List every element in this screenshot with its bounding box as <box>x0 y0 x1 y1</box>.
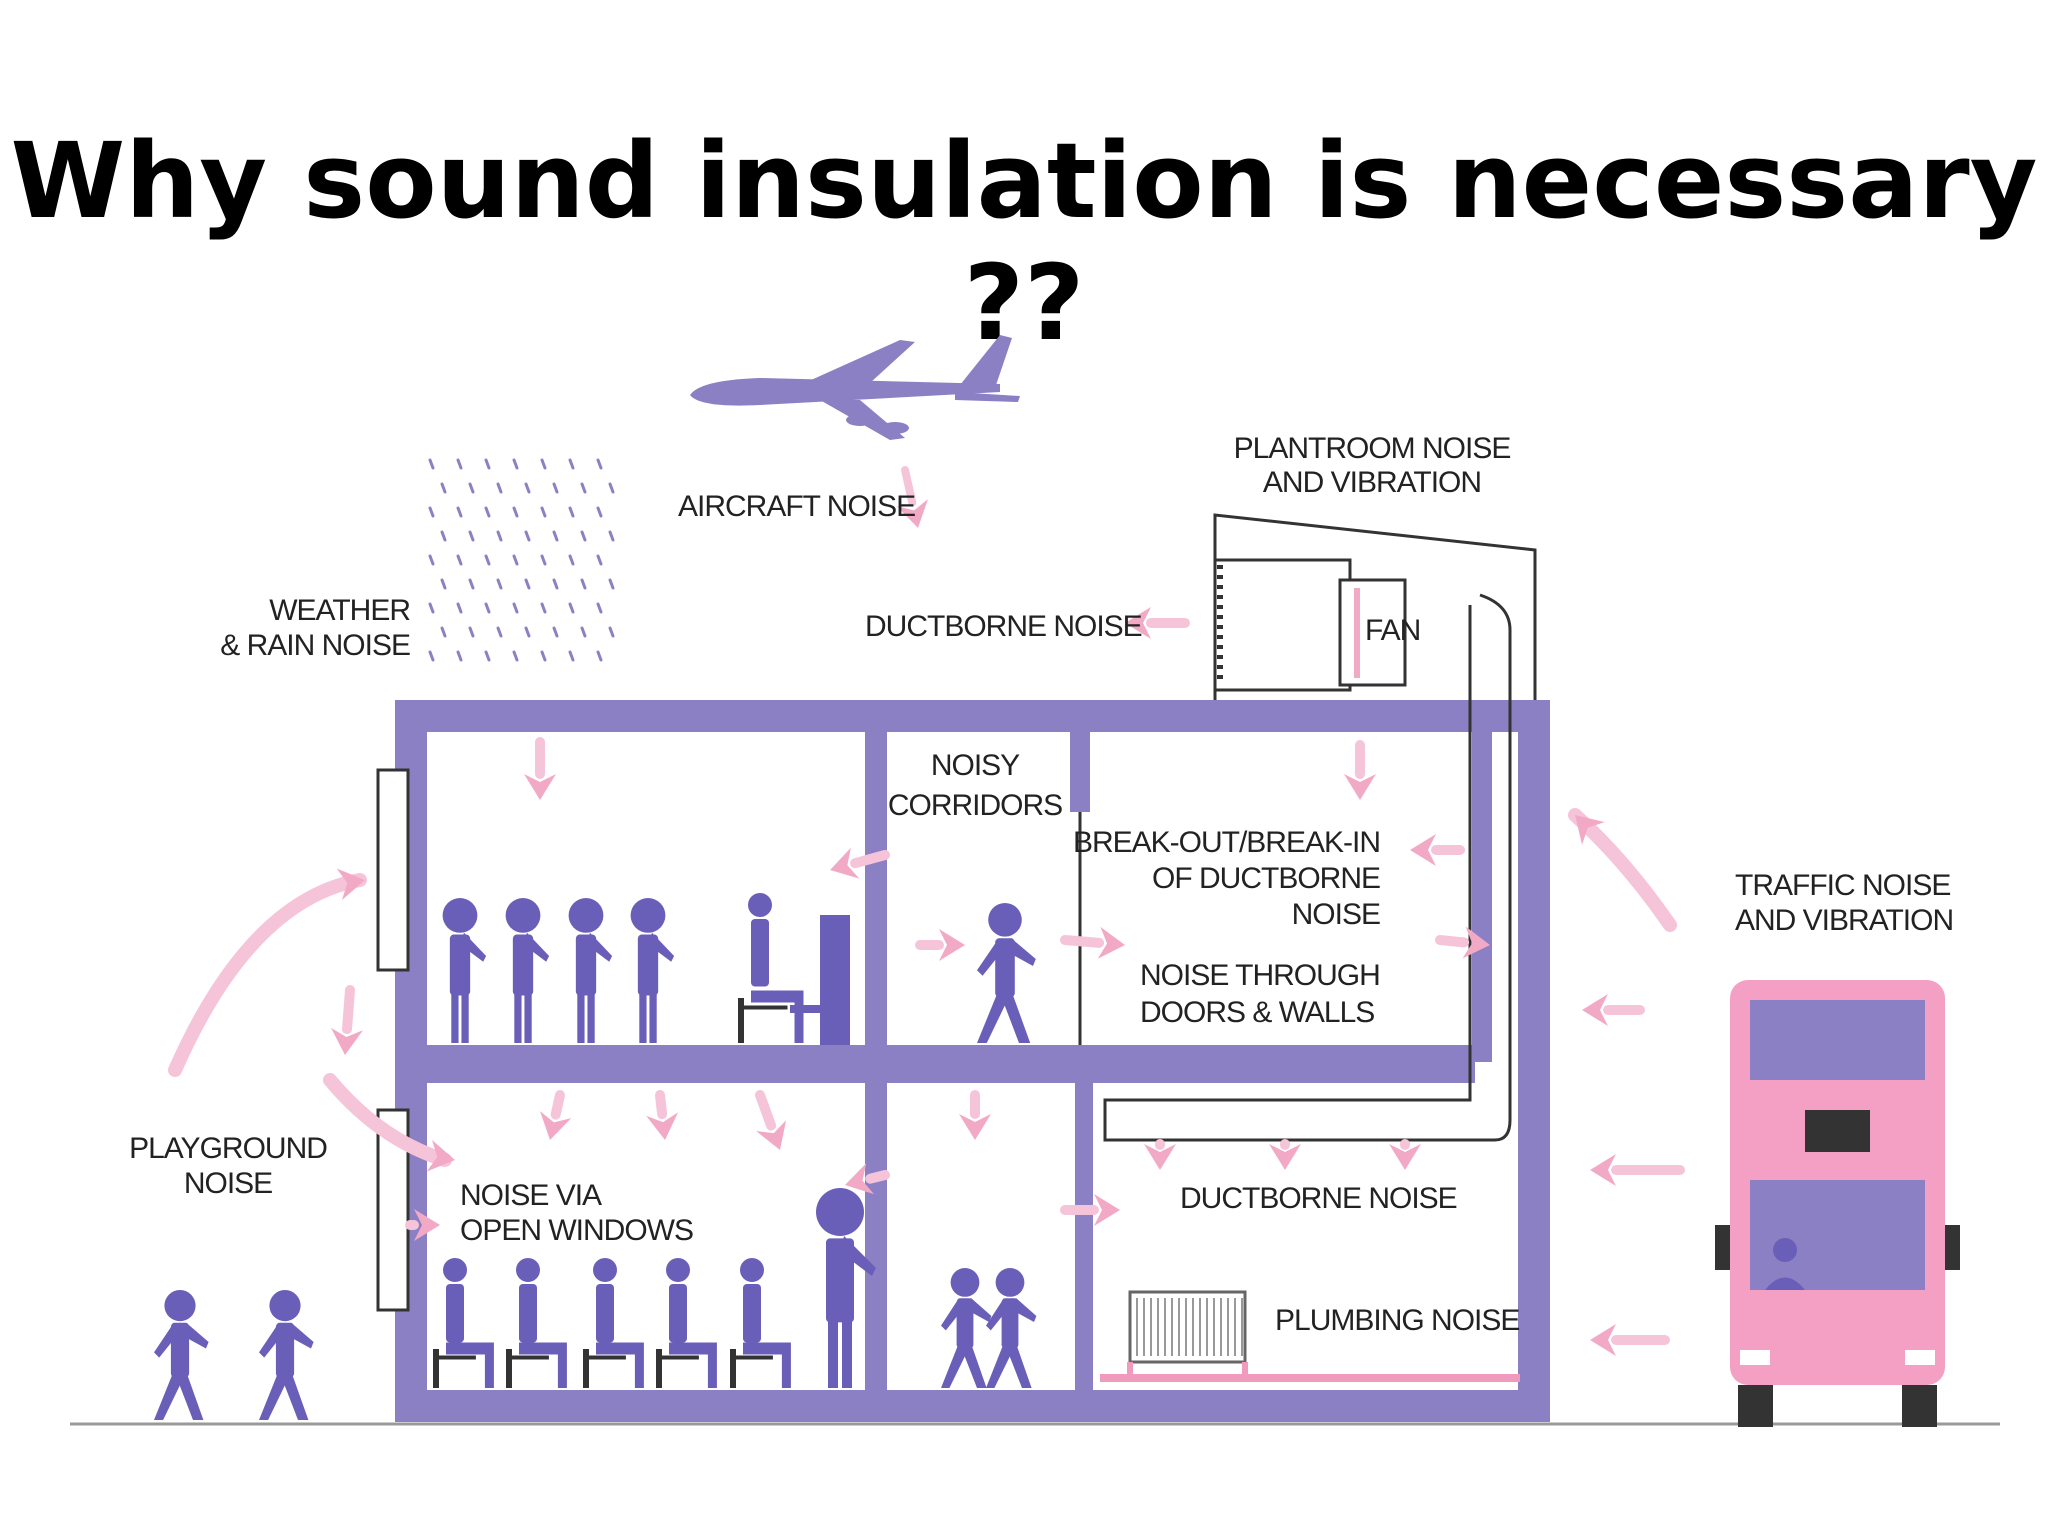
noise-arrow-icon <box>1269 1139 1301 1170</box>
person-icon <box>433 1258 494 1388</box>
noise-arrow-icon <box>540 1090 572 1140</box>
label-plantroom-2: AND VIBRATION <box>1263 466 1481 499</box>
noise-arrow-icon <box>959 1090 991 1140</box>
label-playground-1: PLAYGROUND <box>129 1132 327 1165</box>
label-windows-1: NOISE VIA <box>460 1179 602 1212</box>
duct <box>1078 593 1512 1142</box>
noise-arrow-icon <box>1344 740 1376 800</box>
noise-arrow-icon <box>1125 607 1190 639</box>
noise-arrow-icon <box>1389 1139 1421 1170</box>
person-icon <box>656 1258 717 1388</box>
person-icon <box>730 1258 791 1388</box>
people <box>154 893 1037 1420</box>
aircraft-icon <box>690 335 1020 440</box>
noise-arrow-icon <box>524 737 556 800</box>
person-icon <box>816 1188 876 1388</box>
noise-arrow-icon <box>1060 926 1125 959</box>
noise-arrow-icon <box>1582 994 1645 1026</box>
bus-icon <box>1715 980 1960 1427</box>
noise-arrow-icon <box>422 1139 455 1172</box>
window-upper <box>376 768 410 972</box>
label-plantroom-1: PLANTROOM NOISE <box>1234 432 1511 465</box>
label-playground-2: NOISE <box>184 1167 272 1200</box>
noise-arrow-icon <box>1410 834 1465 866</box>
noise-arrow-icon <box>1590 1324 1670 1356</box>
person-icon <box>977 903 1036 1043</box>
label-breakout-3: NOISE <box>1292 898 1380 931</box>
label-ductborne-low: DUCTBORNE NOISE <box>1180 1182 1457 1215</box>
piano-icon <box>790 915 850 1045</box>
person-icon <box>738 893 804 1043</box>
noise-arrow-icon <box>405 1209 440 1241</box>
noise-arrow-icon <box>915 929 965 961</box>
fan-label: FAN <box>1365 614 1420 647</box>
noise-arrow-icon <box>1144 1139 1176 1170</box>
person-icon <box>941 1268 992 1388</box>
noise-arrow-icon <box>896 466 928 528</box>
slide-title: Why sound insulation is necessary ?? <box>10 120 2038 364</box>
label-windows-2: OPEN WINDOWS <box>460 1214 693 1247</box>
person-icon <box>506 1258 567 1388</box>
label-aircraft-noise: AIRCRAFT NOISE <box>678 490 915 523</box>
person-icon <box>442 898 487 1043</box>
noise-arrow-icon <box>646 1090 679 1140</box>
noise-arrow-icon <box>845 1163 890 1195</box>
noise-arrow-icon <box>1575 815 1605 845</box>
noise-arrow-icon <box>755 1090 787 1150</box>
noise-arrow-icon <box>1060 1194 1120 1226</box>
label-traffic-1: TRAFFIC NOISE <box>1735 869 1950 902</box>
noise-arrow-icon <box>1435 926 1490 959</box>
person-icon <box>583 1258 644 1388</box>
radiator-icon <box>1100 1290 1520 1382</box>
person-icon <box>568 898 613 1043</box>
person-icon <box>259 1290 314 1420</box>
noise-arrow-icon <box>1590 1154 1685 1186</box>
label-traffic-2: AND VIBRATION <box>1735 904 1953 937</box>
label-doors-2: DOORS & WALLS <box>1140 996 1374 1029</box>
noise-arrow-icon <box>332 868 365 901</box>
label-doors-1: NOISE THROUGH <box>1140 959 1380 992</box>
label-breakout-2: OF DUCTBORNE <box>1152 862 1380 895</box>
label-weather-1: WEATHER <box>269 594 410 627</box>
label-ductborne-top: DUCTBORNE NOISE <box>865 610 1142 643</box>
label-breakout-1: BREAK-OUT/BREAK-IN <box>1073 826 1380 859</box>
label-plumbing: PLUMBING NOISE <box>1275 1304 1519 1337</box>
person-icon <box>986 1268 1037 1388</box>
person-icon <box>505 898 550 1043</box>
labels: AIRCRAFT NOISE WEATHER & RAIN NOISE DUCT… <box>129 432 1954 1337</box>
noise-arrows <box>168 466 1685 1356</box>
noise-arrow-icon <box>168 873 367 1077</box>
noise-arrow-icon <box>331 985 363 1055</box>
label-corridors-2: CORRIDORS <box>888 789 1062 822</box>
label-weather-2: & RAIN NOISE <box>220 629 410 662</box>
noise-arrow-icon <box>830 847 890 879</box>
noise-arrow-icon <box>1568 808 1677 932</box>
person-icon <box>630 898 675 1043</box>
person-icon <box>154 1290 209 1420</box>
label-corridors-1: NOISY <box>931 749 1020 782</box>
rain-icon <box>428 458 615 662</box>
fan-icon: FAN <box>1338 578 1421 687</box>
